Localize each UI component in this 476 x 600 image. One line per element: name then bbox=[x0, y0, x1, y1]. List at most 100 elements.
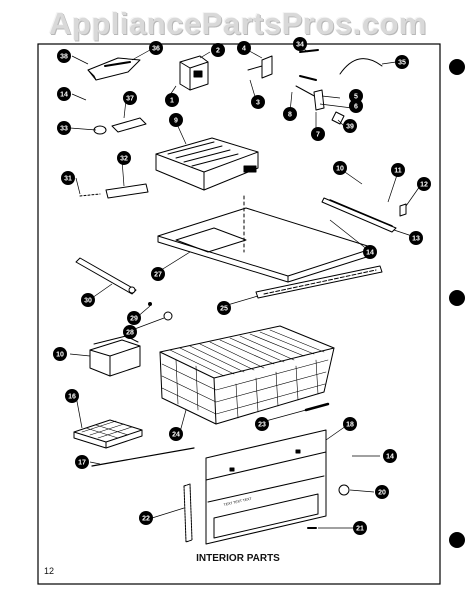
part-clip-12 bbox=[399, 203, 407, 217]
callout-bubble bbox=[169, 113, 183, 127]
callout-23: 23 bbox=[255, 417, 269, 431]
callout-number: 14 bbox=[386, 454, 394, 461]
page-number: 12 bbox=[44, 566, 55, 576]
binder-hole-bottom bbox=[449, 532, 465, 548]
callout-bubble bbox=[211, 43, 225, 57]
callout-bubble bbox=[363, 245, 377, 259]
callout-number: 32 bbox=[120, 156, 128, 163]
callout-29: 29 bbox=[127, 311, 141, 325]
callout-bubble bbox=[165, 93, 179, 107]
callout-1: 1 bbox=[165, 93, 179, 107]
part-ice-tray-16 bbox=[73, 419, 143, 449]
part-control-box-2 bbox=[179, 55, 209, 91]
callout-9: 9 bbox=[169, 113, 183, 127]
callout-number: 35 bbox=[398, 60, 406, 67]
callout-33: 33 bbox=[57, 121, 71, 135]
callout-22: 22 bbox=[139, 511, 153, 525]
callout-13: 13 bbox=[409, 231, 423, 245]
callout-14: 14 bbox=[363, 245, 377, 259]
part-screw-31 bbox=[79, 193, 101, 197]
callout-number: 4 bbox=[242, 46, 246, 53]
callout-bubble bbox=[151, 267, 165, 281]
callout-bubble bbox=[75, 455, 89, 469]
callout-bubble bbox=[53, 347, 67, 361]
callout-10: 10 bbox=[333, 161, 347, 175]
callout-bubble bbox=[123, 91, 137, 105]
callout-number: 6 bbox=[354, 104, 358, 111]
callout-number: 20 bbox=[378, 490, 386, 497]
part-rail-30 bbox=[75, 257, 137, 295]
callout-number: 36 bbox=[152, 46, 160, 53]
callout-number: 9 bbox=[174, 118, 178, 125]
callout-17: 17 bbox=[75, 455, 89, 469]
callout-18: 18 bbox=[343, 417, 357, 431]
callout-37: 37 bbox=[123, 91, 137, 105]
callout-number: 38 bbox=[60, 54, 68, 61]
callout-bubble bbox=[343, 417, 357, 431]
callout-28: 28 bbox=[123, 325, 137, 339]
watermark: AppliancePartsPros.com bbox=[49, 6, 427, 41]
callout-number: 39 bbox=[346, 124, 354, 131]
callout-38: 38 bbox=[57, 49, 71, 63]
part-pin-34 bbox=[299, 49, 319, 53]
callout-bubble bbox=[139, 511, 153, 525]
callout-34: 34 bbox=[293, 37, 307, 51]
callout-bubble bbox=[375, 485, 389, 499]
callout-3: 3 bbox=[251, 95, 265, 109]
door-label: TEXT TEXT TEXT bbox=[223, 496, 253, 507]
callout-4: 4 bbox=[237, 41, 251, 55]
callout-number: 34 bbox=[296, 42, 304, 49]
callout-bubble bbox=[57, 49, 71, 63]
callout-10: 10 bbox=[53, 347, 67, 361]
callout-bubble bbox=[237, 41, 251, 55]
callout-bubble bbox=[283, 107, 297, 121]
callout-number: 24 bbox=[172, 432, 180, 439]
callout-number: 23 bbox=[258, 422, 266, 429]
callout-2: 2 bbox=[211, 43, 225, 57]
callout-bubble bbox=[127, 311, 141, 325]
callout-35: 35 bbox=[395, 55, 409, 69]
callout-number: 14 bbox=[366, 250, 374, 257]
callout-21: 21 bbox=[353, 521, 367, 535]
callout-number: 37 bbox=[126, 96, 134, 103]
callout-bubble bbox=[149, 41, 163, 55]
callout-number: 16 bbox=[68, 394, 76, 401]
callout-bubble bbox=[349, 89, 363, 103]
part-bumper-28 bbox=[163, 311, 173, 321]
callout-39: 39 bbox=[343, 119, 357, 133]
callout-number: 21 bbox=[356, 526, 364, 533]
callout-number: 10 bbox=[336, 166, 344, 173]
callout-24: 24 bbox=[169, 427, 183, 441]
callout-bubble bbox=[65, 389, 79, 403]
callout-number: 33 bbox=[60, 126, 68, 133]
binder-hole-top bbox=[449, 59, 465, 75]
callout-bubble bbox=[169, 427, 183, 441]
callout-number: 28 bbox=[126, 330, 134, 337]
callout-number: 11 bbox=[394, 168, 402, 175]
callout-number: 8 bbox=[288, 112, 292, 119]
diagram-caption: INTERIOR PARTS bbox=[196, 553, 280, 564]
callout-36: 36 bbox=[149, 41, 163, 55]
callout-14: 14 bbox=[383, 449, 397, 463]
callout-number: 7 bbox=[316, 132, 320, 139]
callout-bubble bbox=[57, 121, 71, 135]
callout-20: 20 bbox=[375, 485, 389, 499]
callout-12: 12 bbox=[417, 177, 431, 191]
callout-5: 5 bbox=[349, 89, 363, 103]
part-knob-20 bbox=[338, 484, 350, 496]
callout-number: 17 bbox=[78, 460, 86, 467]
callout-8: 8 bbox=[283, 107, 297, 121]
callout-bubble bbox=[409, 231, 423, 245]
callout-number: 1 bbox=[170, 98, 174, 105]
part-rail-13 bbox=[321, 197, 397, 233]
callout-32: 32 bbox=[117, 151, 131, 165]
callout-bubble bbox=[217, 301, 231, 315]
callout-number: 30 bbox=[84, 298, 92, 305]
callout-bubble bbox=[333, 161, 347, 175]
part-tray-33 bbox=[155, 137, 259, 191]
part-spring-23 bbox=[304, 402, 330, 412]
part-rod-17 bbox=[91, 447, 195, 467]
callout-25: 25 bbox=[217, 301, 231, 315]
